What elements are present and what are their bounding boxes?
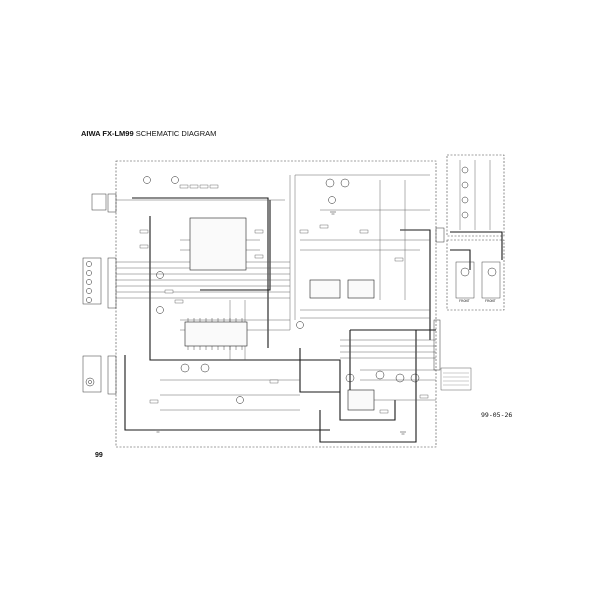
front-left-label: FRONT	[459, 299, 470, 303]
main-board-outline	[115, 160, 437, 448]
bus-lines	[124, 197, 503, 443]
sub-board-outline	[446, 154, 505, 237]
diagram-title: AIWA FX-LM99 SCHEMATIC DIAGRAM	[81, 129, 216, 138]
transistors	[143, 166, 497, 404]
diagram-subtitle: SCHEMATIC DIAGRAM	[135, 129, 217, 138]
passive-components	[139, 184, 429, 414]
model-name: AIWA FX-LM99	[81, 129, 134, 138]
ic-pins	[187, 318, 243, 350]
date-stamp: 99-05-26	[481, 411, 513, 419]
legend-box	[440, 367, 472, 391]
ground-symbols	[155, 211, 406, 435]
left-connectors	[82, 193, 117, 395]
front-right-label: FRONT	[485, 299, 496, 303]
front-board-outline	[446, 239, 505, 311]
signal-wires	[116, 160, 491, 411]
ic-blocks	[184, 217, 375, 411]
right-connector	[433, 227, 445, 371]
left-jacks	[85, 261, 95, 387]
page-number: 99	[95, 452, 103, 459]
front-outputs	[455, 261, 501, 299]
